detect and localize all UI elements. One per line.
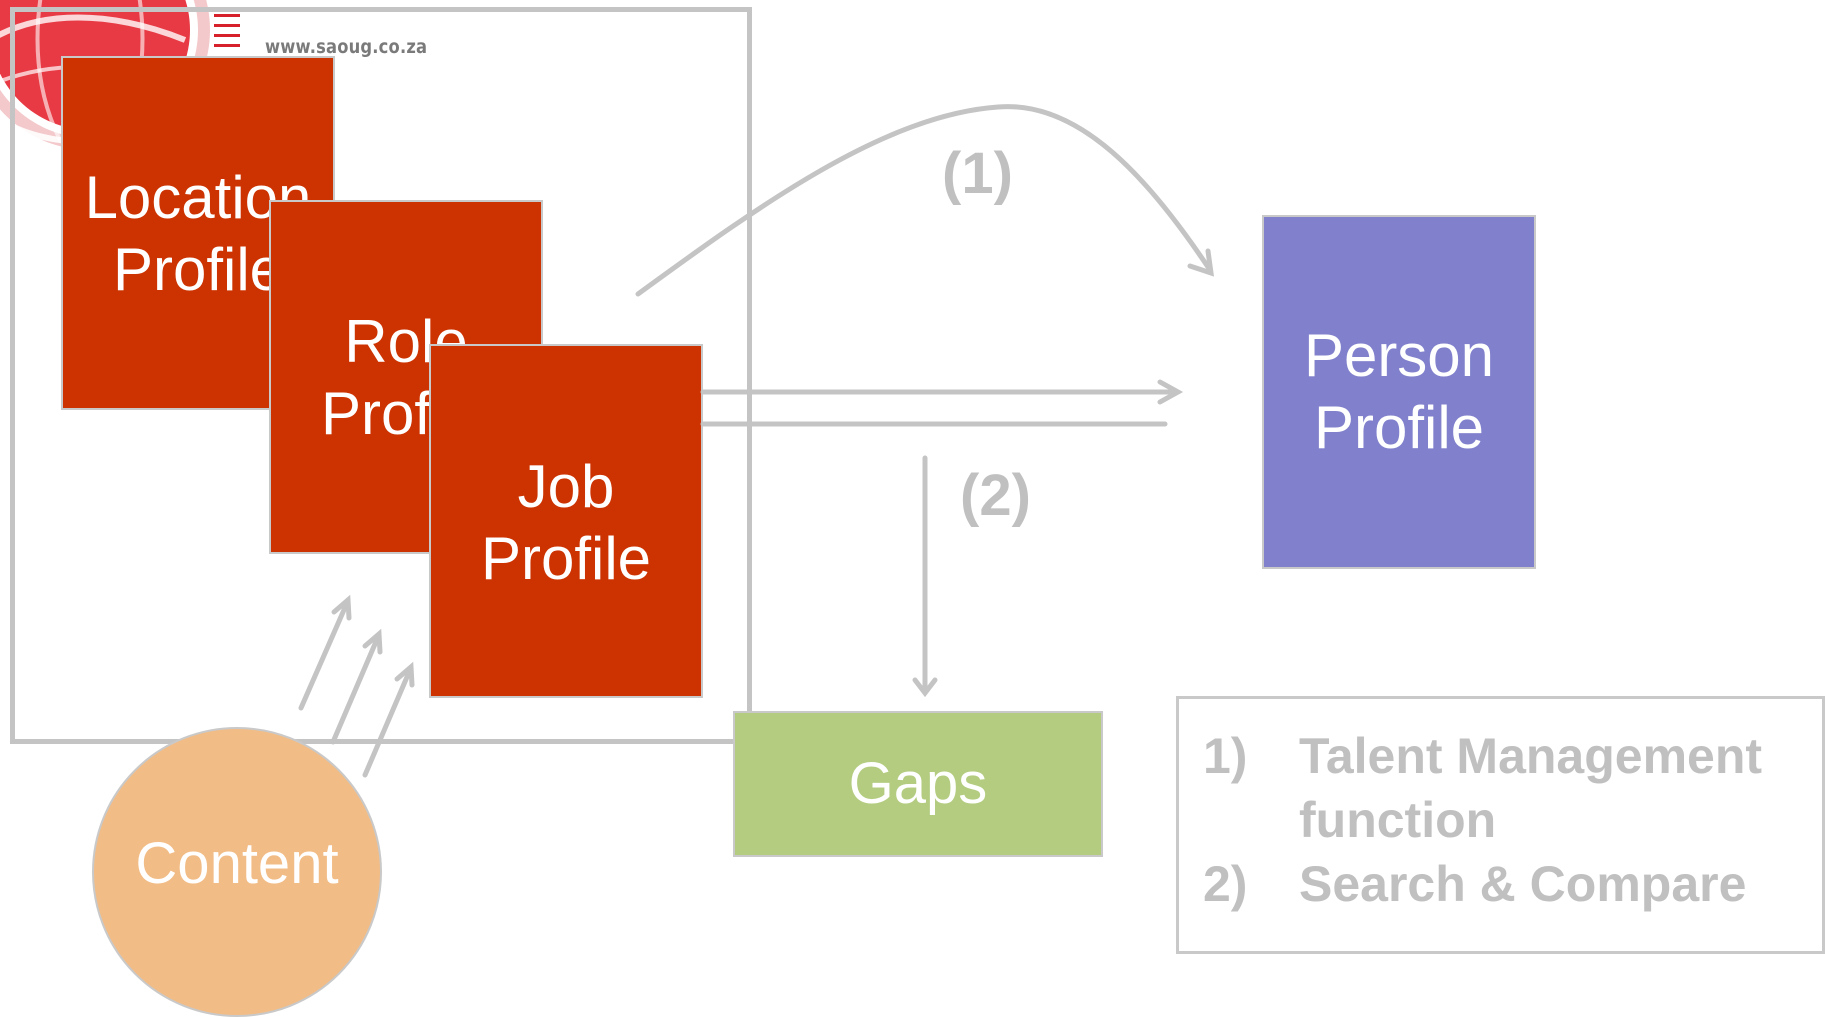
gaps-box: Gaps bbox=[733, 711, 1103, 857]
legend-item-1-continued: function bbox=[1179, 789, 1822, 851]
location-profile-label-line2: Profile bbox=[112, 236, 284, 303]
content-arrow-1 bbox=[298, 600, 350, 711]
person-profile-box: Person Profile bbox=[1262, 215, 1536, 569]
legend-item-1: 1) Talent Management bbox=[1179, 725, 1822, 787]
legend-item-1-number: 1) bbox=[1203, 728, 1248, 784]
content-arrow-3-head bbox=[394, 661, 415, 688]
legend-item-2-number: 2) bbox=[1203, 856, 1248, 912]
legend-item-1-text: Talent Management bbox=[1299, 728, 1763, 784]
curved-arrow-head bbox=[1187, 248, 1215, 277]
step-1-label: (1) bbox=[942, 141, 1013, 206]
content-circle: Content bbox=[92, 727, 382, 1017]
vertical-arrow-head bbox=[912, 677, 938, 698]
job-profile-box: Job Profile bbox=[429, 344, 703, 698]
legend-item-2: 2) Search & Compare bbox=[1179, 853, 1822, 915]
content-arrow-3 bbox=[362, 667, 413, 778]
content-arrow-1-head bbox=[331, 594, 352, 621]
straight-arrow-upper-head bbox=[1157, 379, 1184, 405]
job-profile-label-line2: Profile bbox=[480, 525, 652, 592]
step-2-label: (2) bbox=[960, 463, 1031, 528]
legend-item-2-text: Search & Compare bbox=[1299, 856, 1747, 912]
content-label: Content bbox=[135, 831, 339, 897]
job-profile-label-line1: Job bbox=[517, 453, 615, 520]
content-arrow-2-head bbox=[362, 628, 383, 655]
legend-box: 1) Talent Management function 2) Search … bbox=[1176, 696, 1825, 954]
site-url[interactable]: www.saoug.co.za bbox=[265, 36, 428, 58]
person-profile-label-line2: Profile bbox=[1313, 394, 1485, 461]
gaps-label: Gaps bbox=[848, 751, 988, 817]
person-profile-label-line1: Person bbox=[1303, 322, 1495, 389]
content-arrow-2 bbox=[330, 634, 381, 745]
curved-arrow-talent-management bbox=[635, 104, 1213, 297]
legend-item-1-text-line2: function bbox=[1299, 792, 1497, 848]
